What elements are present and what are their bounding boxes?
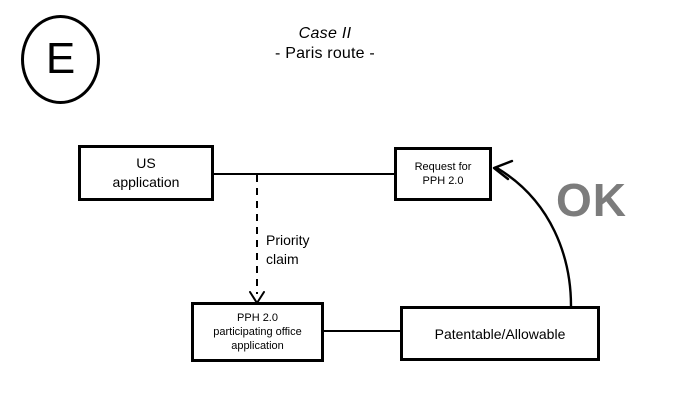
ok-arrowhead	[492, 159, 514, 181]
node-request-for-pph[interactable]: Request for PPH 2.0	[394, 147, 492, 201]
case-badge-letter: E	[45, 33, 76, 83]
node-us-application[interactable]: US application	[78, 145, 214, 201]
node-request-for-pph-label: Request for PPH 2.0	[414, 161, 472, 187]
diagram-title: Case II	[298, 25, 352, 42]
edge-label-priority-claim: Priority claim	[266, 232, 310, 267]
node-patentable-allowable-label: Patentable/Allowable	[434, 325, 566, 342]
case-badge: E	[21, 15, 100, 104]
node-pph-participating-office-label: PPH 2.0 participating office application	[213, 312, 302, 352]
edge-label-ok: OK	[556, 174, 627, 226]
node-us-application-label: US application	[112, 155, 180, 190]
node-pph-participating-office[interactable]: PPH 2.0 participating office application	[191, 302, 324, 362]
node-patentable-allowable[interactable]: Patentable/Allowable	[400, 306, 600, 361]
diagram-heading: Case II - Paris route -	[215, 24, 435, 64]
diagram-subtitle: - Paris route -	[275, 45, 375, 62]
